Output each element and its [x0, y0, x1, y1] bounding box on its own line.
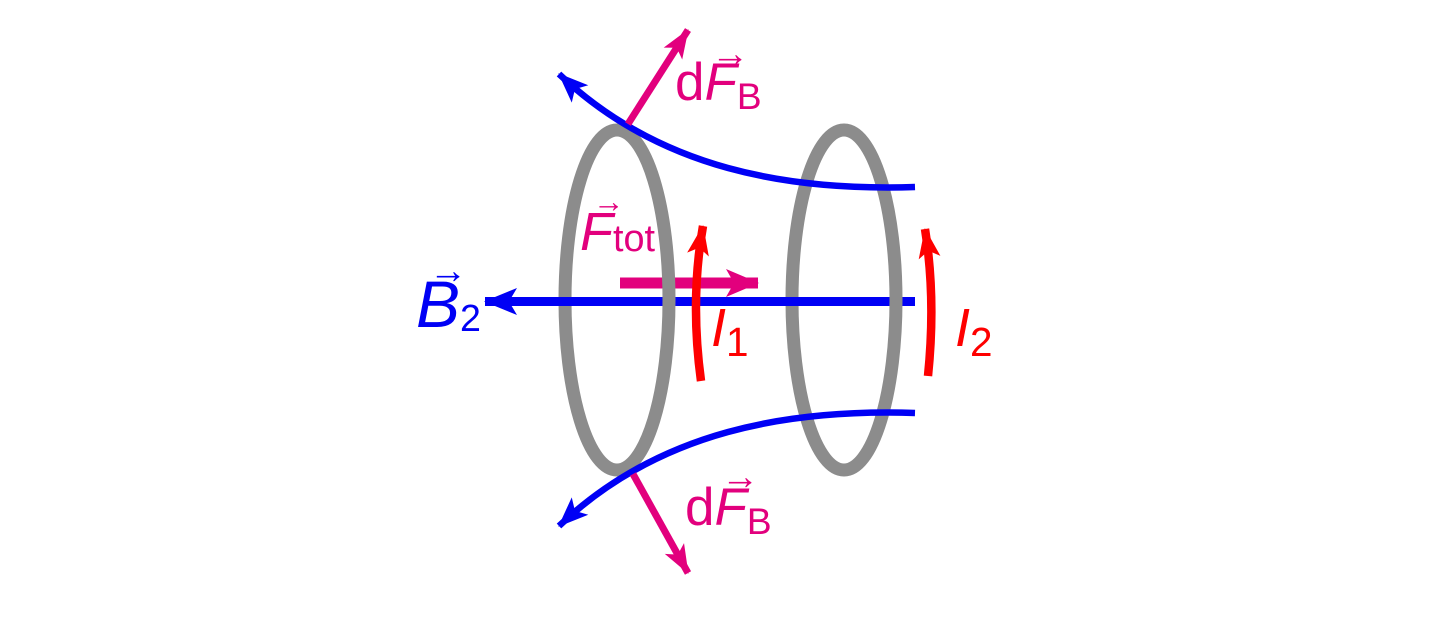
- i1-subscript: 1: [726, 318, 749, 365]
- i2-symbol: I: [955, 298, 971, 358]
- b2-symbol: B: [416, 267, 461, 341]
- dfb-force-arrow-bottom: [629, 472, 692, 575]
- vector-arrow-icon: →: [593, 184, 625, 219]
- field-line-bottom: [556, 409, 916, 529]
- b2-subscript: 2: [460, 296, 481, 339]
- dfb-top-symbol: F: [704, 53, 737, 112]
- b2-field-label: →B2: [416, 251, 481, 339]
- vector-arrow-icon: →: [429, 249, 468, 292]
- i2-subscript: 2: [970, 318, 993, 365]
- dfb-force-label-bottom: →dFB: [685, 457, 772, 542]
- i1-symbol: I: [711, 298, 727, 358]
- i2-current-arrow: [918, 228, 941, 377]
- ftot-force-label: →Ftot: [580, 186, 656, 262]
- i1-current-arrow: [687, 225, 709, 382]
- field-line-top: [556, 71, 916, 191]
- i1-current-label: I1: [711, 301, 749, 362]
- dfb-force-arrow-top: [625, 28, 691, 126]
- ftot-symbol: F: [580, 202, 613, 262]
- dfb-bottom-subscript: B: [746, 499, 772, 542]
- dfb-force-label-top: →dFB: [675, 34, 762, 117]
- dfb-bottom-symbol: F: [714, 478, 747, 537]
- i2-current-label: I2: [955, 301, 993, 362]
- vector-arrow-icon: →: [721, 455, 760, 498]
- dfb-top-subscript: B: [736, 74, 762, 117]
- dfb-bottom-prefix: d: [685, 478, 715, 537]
- ftot-subscript: tot: [613, 217, 656, 260]
- vector-arrow-icon: →: [711, 32, 750, 75]
- dfb-top-prefix: d: [675, 53, 705, 112]
